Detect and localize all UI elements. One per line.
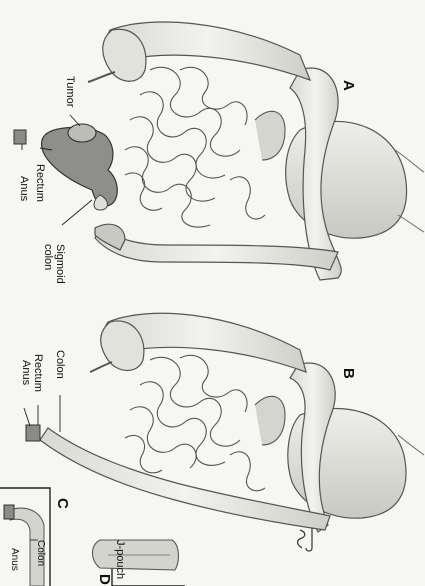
- pulled-through-colon-b: [40, 428, 330, 530]
- small-intestine-a: [125, 67, 265, 227]
- panel-label-d: D: [96, 574, 112, 585]
- label-j-pouch: J-pouch: [114, 540, 126, 579]
- label-tumor: Tumor: [64, 76, 76, 107]
- label-anus-b: Anus: [20, 360, 32, 385]
- inset-c: [0, 488, 50, 586]
- panel-label-b: B: [340, 368, 356, 379]
- panel-a-illustration: [14, 22, 424, 280]
- label-anus-a: Anus: [18, 176, 30, 201]
- anus-stub-b: [26, 425, 40, 441]
- label-anus-c: Anus: [8, 548, 20, 571]
- label-colon-c: Colon: [34, 540, 46, 566]
- panel-label-c: C: [54, 498, 70, 509]
- label-colon-b: Colon: [54, 350, 66, 379]
- panel-label-a: A: [340, 80, 356, 91]
- artist-signature: [298, 528, 313, 551]
- descending-colon-a: [95, 228, 338, 270]
- anus-stub-a: [14, 130, 26, 144]
- panel-b-illustration: [24, 313, 424, 532]
- label-sigmoid-colon: Sigmoid colon: [42, 244, 66, 284]
- label-rectum-b: Rectum: [32, 354, 44, 392]
- small-intestine-b: [125, 355, 265, 490]
- tumor-mass: [68, 124, 96, 142]
- label-rectum-a: Rectum: [34, 164, 46, 202]
